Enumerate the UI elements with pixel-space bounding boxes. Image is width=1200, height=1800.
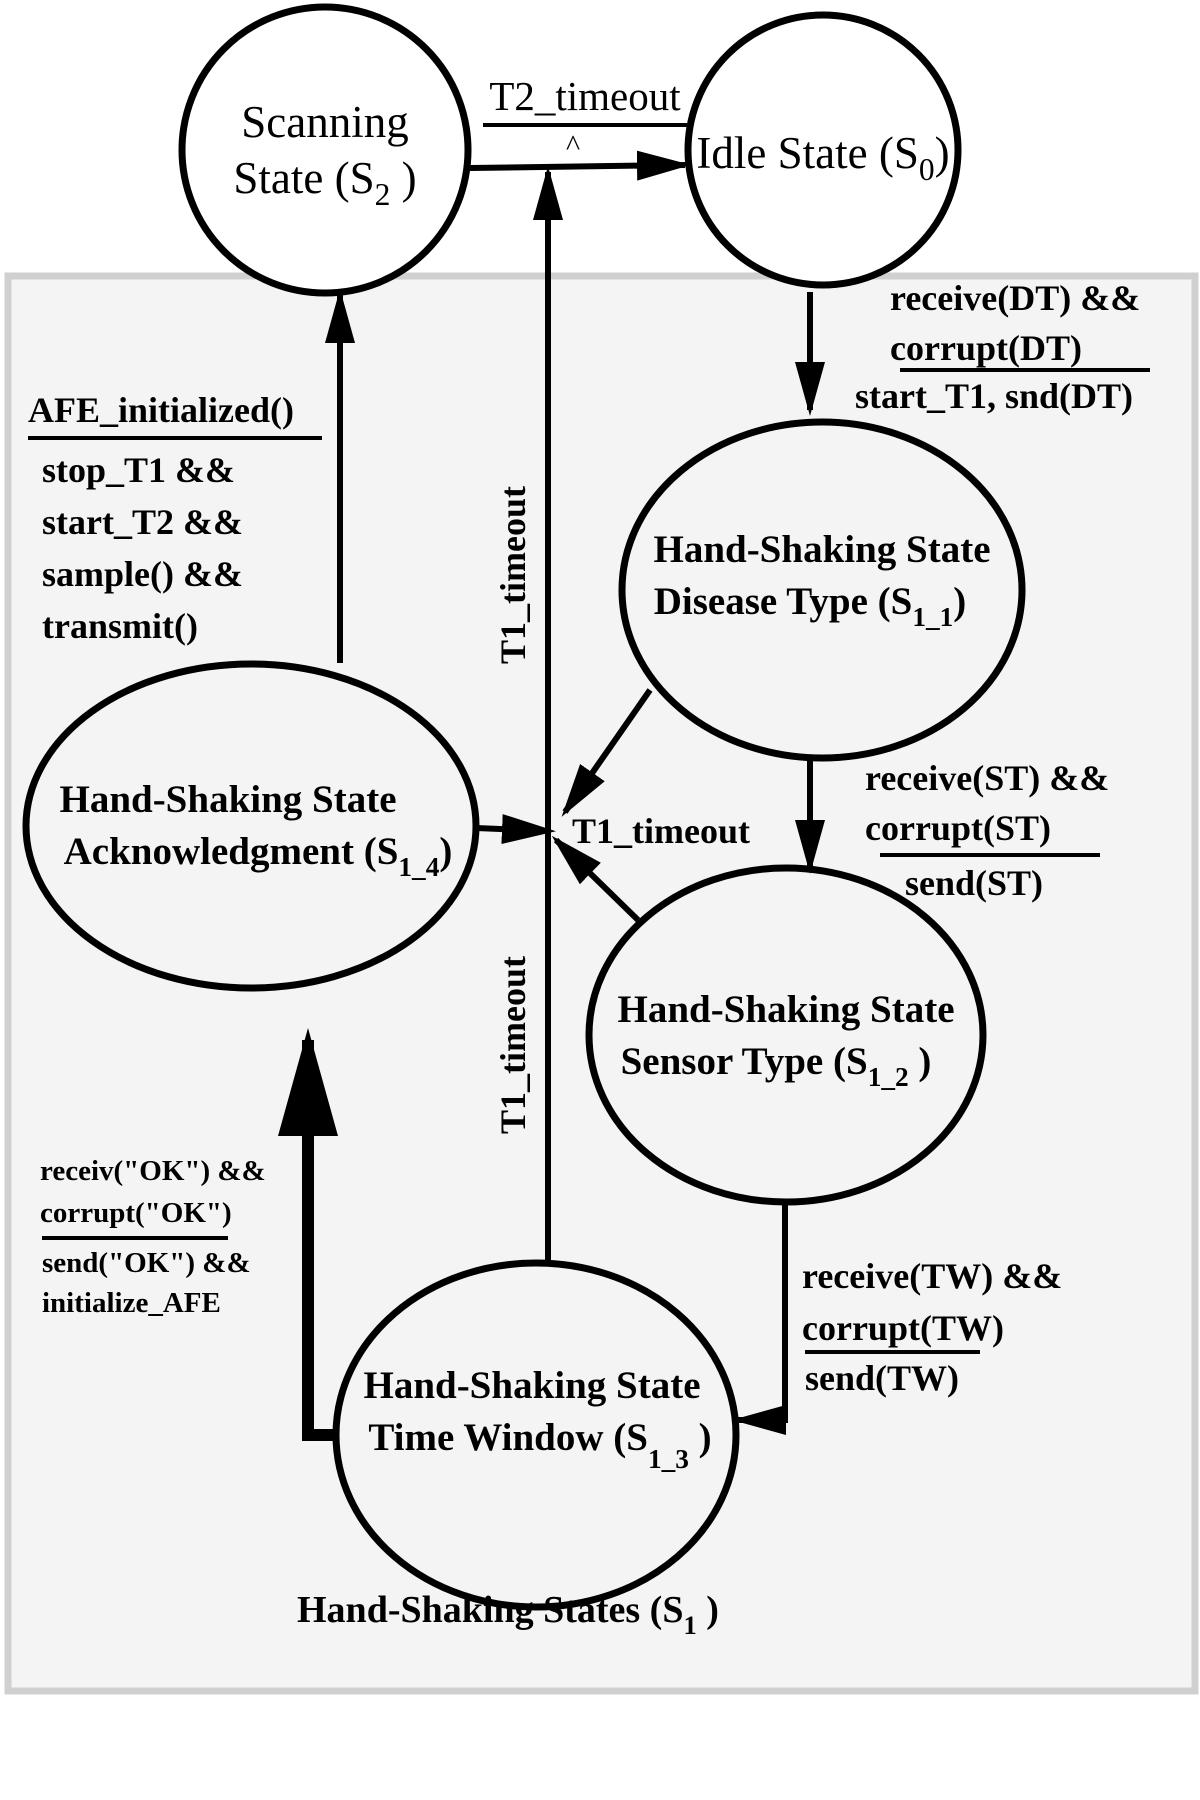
disease-type-state-label-line1: Hand-Shaking State (653, 528, 990, 571)
edge-sensor-type-t1-timeout (551, 835, 641, 923)
time-window-transition-line1: receiv("OK") && (40, 1155, 266, 1187)
t2-timeout-action-label: ^ (566, 129, 580, 162)
edge-sensor-to-time-window (732, 1203, 788, 1435)
acknowledgment-state-label-line2: Acknowledgment (S1_4) (64, 830, 453, 882)
acknowledgment-state-label-line1: Hand-Shaking State (59, 778, 396, 821)
hand-shaking-group-label: Hand-Shaking States (S1 ) (297, 1589, 719, 1640)
time-window-transition-action1: send("OK") && (42, 1247, 251, 1279)
edge-acknowledgment-t1-timeout (475, 814, 556, 845)
t2-timeout-label: T2_timeout (489, 73, 681, 119)
scanning-state-label-line2: State (S2 ) (233, 153, 416, 212)
t1-timeout-lower-label: T1_timeout (493, 956, 533, 1134)
disease-type-state-label-line2: Disease Type (S1_1) (654, 580, 967, 632)
ack-transition-action1: stop_T1 && (42, 450, 235, 490)
scanning-state: Scanning State (S2 ) (178, 3, 472, 297)
edge-time-window-to-acknowledgment (278, 1028, 338, 1441)
sensor-type-state: Hand-Shaking State Sensor Type (S1_2 ) (585, 864, 987, 1206)
time-window-state: Hand-Shaking State Time Window (S1_3 ) (332, 1259, 740, 1611)
time-window-state-label-line2: Time Window (S1_3 ) (368, 1416, 711, 1474)
scanning-state-label-line1: Scanning (241, 97, 408, 147)
sensor-transition-action: send(TW) (805, 1358, 959, 1398)
idle-transition-action: start_T1, snd(DT) (855, 376, 1133, 416)
time-window-transition-condition: corrupt("OK") (40, 1197, 232, 1229)
disease-transition-action: send(ST) (905, 863, 1043, 903)
t1-timeout-center-label: T1_timeout (572, 811, 750, 851)
disease-transition-condition: corrupt(ST) (865, 808, 1051, 848)
acknowledgment-state: Hand-Shaking State Acknowledgment (S1_4) (22, 660, 480, 992)
idle-state: Idle State (S0) (684, 11, 962, 289)
ack-transition-action4: transmit() (42, 606, 198, 646)
idle-state-label: Idle State (S0) (696, 128, 949, 187)
ack-transition-condition: AFE_initialized() (28, 390, 294, 430)
sensor-transition-line1: receive(TW) && (802, 1256, 1062, 1296)
edge-scanning-to-idle (469, 150, 691, 181)
disease-transition-line1: receive(ST) && (865, 758, 1109, 798)
idle-transition-line1: receive(DT) && (890, 278, 1140, 318)
time-window-state-label-line1: Hand-Shaking State (363, 1364, 700, 1407)
ack-transition-action3: sample() && (42, 554, 243, 594)
sensor-type-state-label-line1: Hand-Shaking State (617, 988, 954, 1031)
t1-timeout-upper-label: T1_timeout (493, 486, 533, 664)
sensor-type-state-label-line2: Sensor Type (S1_2 ) (621, 1040, 932, 1092)
sensor-transition-condition: corrupt(TW) (802, 1308, 1004, 1348)
ack-transition-action2: start_T2 && (42, 502, 243, 542)
disease-type-state: Hand-Shaking State Disease Type (S1_1) (618, 418, 1026, 762)
time-window-transition-action2: initialize_AFE (42, 1287, 221, 1319)
edge-disease-type-t1-timeout (561, 688, 653, 817)
idle-transition-condition: corrupt(DT) (890, 328, 1082, 368)
